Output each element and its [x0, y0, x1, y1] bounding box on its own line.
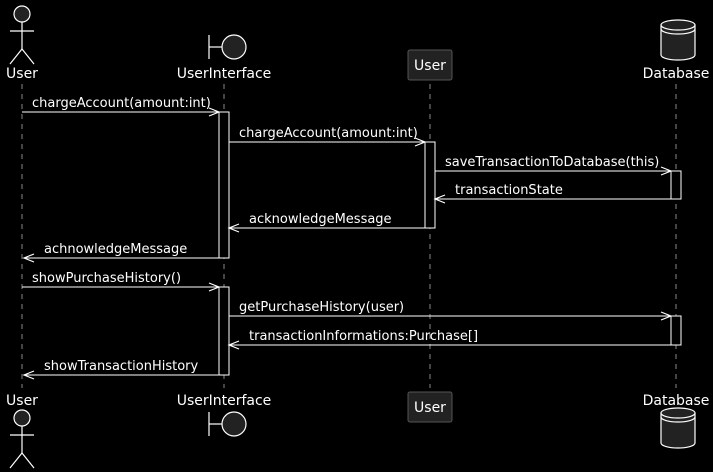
message-3: transactionState: [433, 183, 671, 204]
arrowhead-icon: [414, 137, 427, 147]
activation-bar-user_obj: [424, 141, 436, 229]
database-cylinder-icon: [660, 407, 696, 449]
activation-bar-ui: [218, 286, 230, 376]
message-label: transactionInformations:Purchase[]: [249, 329, 478, 344]
message-label: saveTransactionToDatabase(this): [445, 155, 659, 170]
message-6: showPurchaseHistory(): [22, 271, 221, 292]
activation-bar-db: [670, 315, 682, 346]
participant-label: User: [6, 66, 38, 82]
message-1: chargeAccount(amount:int): [229, 126, 427, 147]
participant-box: [407, 391, 453, 423]
message-0: chargeAccount(amount:int): [22, 96, 221, 117]
participant-user_actor-bottom: User: [6, 393, 38, 469]
arrowhead-icon: [227, 340, 240, 350]
participant-label: User: [414, 58, 446, 74]
message-label: chargeAccount(amount:int): [32, 96, 211, 111]
participant-label: User: [414, 400, 446, 416]
activation-bars: [218, 111, 682, 376]
message-2: saveTransactionToDatabase(this): [435, 155, 673, 176]
participant-label: Database: [643, 66, 710, 82]
participant-label: UserInterface: [177, 393, 272, 409]
messages: chargeAccount(amount:int) chargeAccount(a…: [22, 96, 673, 380]
message-5: achnowledgeMessage: [22, 242, 219, 263]
boundary-icon: [208, 34, 247, 60]
participant-user_obj-top: User: [407, 49, 453, 81]
arrowhead-icon: [660, 311, 673, 321]
message-label: transactionState: [455, 183, 563, 198]
message-label: showTransactionHistory: [44, 359, 199, 374]
participant-label: Database: [643, 393, 710, 409]
message-label: achnowledgeMessage: [44, 242, 187, 257]
message-7: getPurchaseHistory(user): [229, 300, 673, 321]
participant-ui-top: UserInterface: [177, 34, 272, 82]
arrowhead-icon: [208, 107, 221, 117]
activation-bar-ui: [218, 111, 230, 259]
arrowhead-icon: [208, 282, 221, 292]
message-9: showTransactionHistory: [22, 359, 219, 380]
arrowhead-icon: [22, 370, 35, 380]
message-label: showPurchaseHistory(): [32, 271, 181, 286]
message-label: chargeAccount(amount:int): [239, 126, 418, 141]
participant-ui-bottom: UserInterface: [177, 393, 272, 437]
participant-db-top: Database: [643, 19, 710, 82]
participant-box: [407, 49, 453, 81]
arrowhead-icon: [227, 223, 240, 233]
activation-bar-db: [670, 170, 682, 200]
actor-stick-figure-icon: [9, 5, 35, 65]
boundary-icon: [208, 411, 247, 437]
database-cylinder-icon: [660, 19, 696, 61]
message-label: acknowledgeMessage: [249, 212, 392, 227]
participant-db-bottom: Database: [643, 393, 710, 449]
participant-user_actor-top: User: [6, 5, 38, 82]
arrowhead-icon: [22, 253, 35, 263]
message-label: getPurchaseHistory(user): [239, 300, 404, 315]
message-4: acknowledgeMessage: [227, 212, 425, 233]
arrowhead-icon: [433, 194, 446, 204]
participant-label: User: [6, 393, 38, 409]
arrowhead-icon: [660, 166, 673, 176]
participant-user_obj-bottom: User: [407, 391, 453, 423]
participant-label: UserInterface: [177, 66, 272, 82]
message-8: transactionInformations:Purchase[]: [227, 329, 671, 350]
actor-stick-figure-icon: [9, 409, 35, 469]
